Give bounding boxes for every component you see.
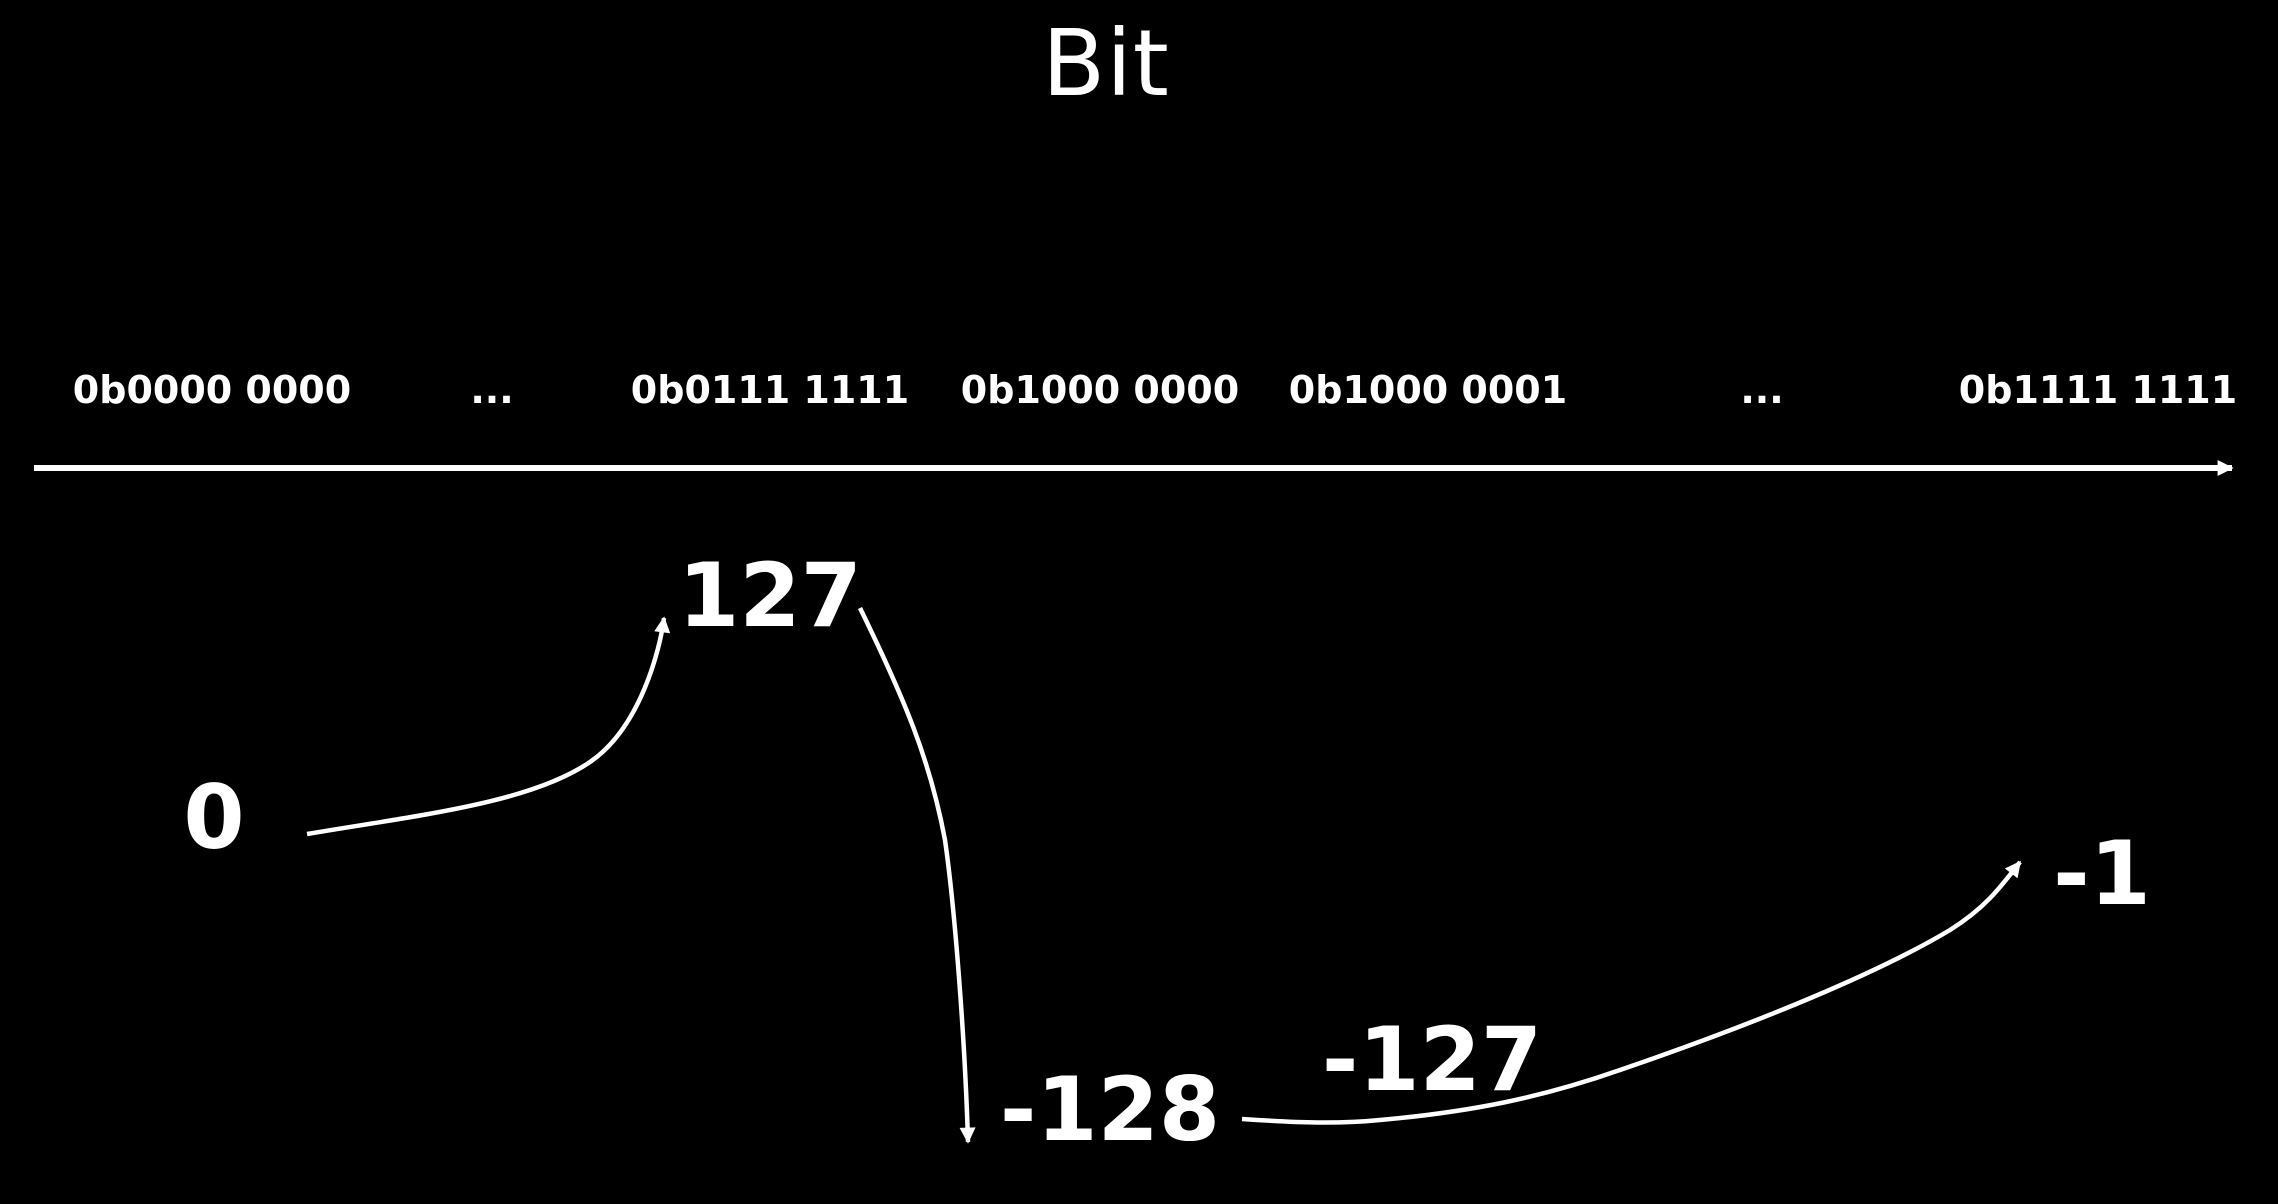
value-label-neg1: -1 xyxy=(2053,822,2151,925)
value-label-neg128: -128 xyxy=(999,1058,1221,1161)
bit-label-ellipsis-left: ... xyxy=(470,368,514,412)
arrow-neg128-to-neg1 xyxy=(1241,860,2022,1125)
value-label-127: 127 xyxy=(678,544,862,647)
value-label-neg127: -127 xyxy=(1321,1008,1543,1111)
diagram-title: Bit xyxy=(1042,10,1170,117)
bit-label-0b10000000: 0b1000 0000 xyxy=(960,368,1240,412)
bit-label-ellipsis-right: ... xyxy=(1740,368,1784,412)
bit-label-0b00000000: 0b0000 0000 xyxy=(72,368,352,412)
arrow-127-to-neg128 xyxy=(857,607,976,1144)
arrow-zero-to-127 xyxy=(306,616,671,837)
bit-label-0b11111111: 0b1111 1111 xyxy=(1958,368,2238,412)
bit-label-0b01111111: 0b0111 1111 xyxy=(630,368,910,412)
value-label-zero: 0 xyxy=(183,766,245,869)
bit-label-0b10000001: 0b1000 0001 xyxy=(1288,368,1568,412)
